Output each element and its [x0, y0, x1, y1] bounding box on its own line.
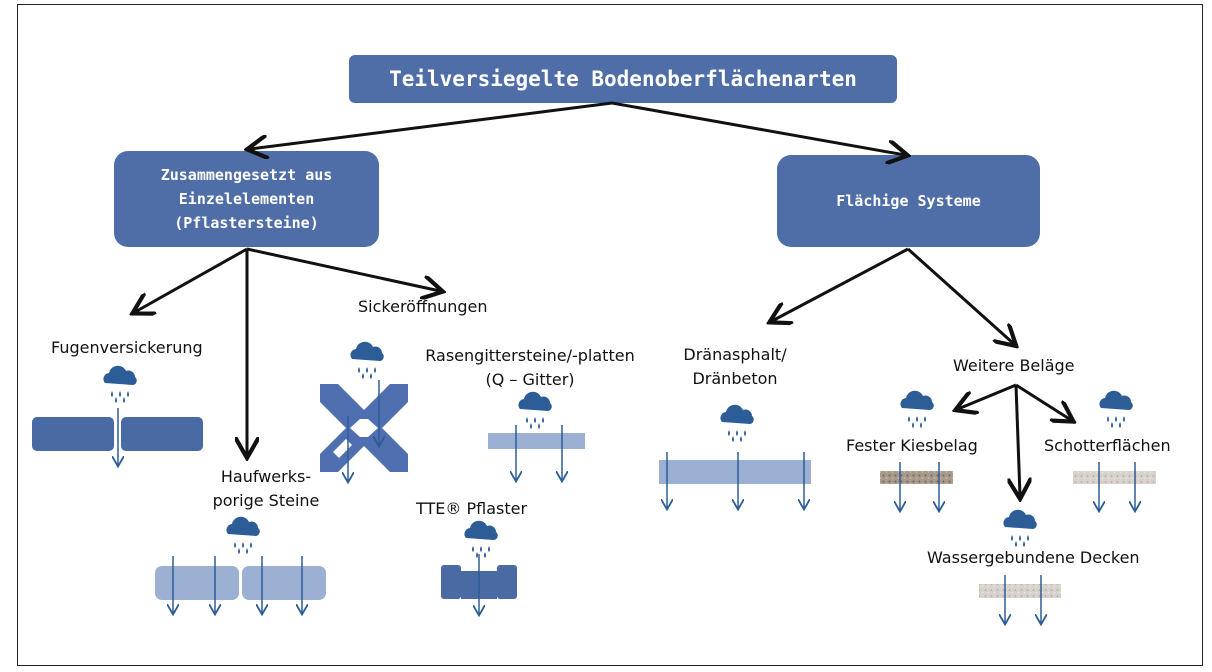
arrow-weitere-to-kies: [958, 383, 1017, 409]
rain-icon-wasser: [1003, 509, 1037, 547]
label-sickeroeffnungen: Sickeröffnungen: [358, 297, 488, 316]
label-weitere-belaege: Weitere Beläge: [953, 356, 1075, 375]
arrow-right-to-drain: [772, 247, 909, 321]
haufwerk-pavers: [155, 556, 326, 613]
rasen-paver: [488, 425, 585, 480]
rain-icon-haufwerk: [226, 516, 260, 554]
arrow-title-to-left: [250, 101, 613, 149]
rain-icon-rasen: [518, 391, 552, 429]
rain-icon-kies: [900, 390, 934, 428]
left-category-line1: Zusammengesetzt aus: [160, 166, 333, 184]
label-haufwerk-line2: porige Steine: [212, 491, 320, 510]
title-text: Teilversiegelte Bodenoberflächenarten: [389, 67, 857, 91]
label-rasengitter-line1: Rasengittersteine/-platten: [425, 346, 635, 365]
arrow-weitere-to-schotter: [1015, 383, 1071, 420]
right-category-box: Flächige Systeme: [777, 155, 1040, 247]
rain-icon-fugen: [103, 365, 137, 403]
rain-icon-tte: [464, 520, 498, 558]
label-schotterflaechen: Schotterflächen: [1044, 436, 1171, 455]
left-category-line2: Einzelelementen: [178, 190, 315, 208]
arrow-title-to-right: [611, 101, 905, 155]
label-fugenversickerung: Fugenversickerung: [51, 338, 203, 357]
arrow-left-to-sicker: [246, 247, 440, 291]
rain-icon-drain: [720, 404, 754, 442]
label-wassergebundene-decken: Wassergebundene Decken: [927, 548, 1140, 567]
label-haufwerk: Haufwerks- porige Steine: [196, 465, 336, 513]
fugen-pavers: [32, 408, 203, 465]
arrow-weitere-to-wasser: [1016, 384, 1020, 496]
schotter-layer: [1073, 462, 1156, 510]
label-draenasphalt-line1: Dränasphalt/: [683, 345, 787, 364]
label-tte-pflaster: TTE® Pflaster: [416, 499, 528, 518]
wasser-layer: [979, 575, 1061, 623]
title-box: Teilversiegelte Bodenoberflächenarten: [349, 55, 897, 103]
sicker-grid-stone: [320, 380, 408, 481]
left-category-box: Zusammengesetzt aus Einzelelementen (Pfl…: [114, 151, 379, 247]
diagram-frame: [17, 4, 1203, 666]
label-rasengitter: Rasengittersteine/-platten (Q – Gitter): [410, 344, 650, 392]
rain-icon-schotter: [1099, 390, 1133, 428]
right-category-text: Flächige Systeme: [836, 192, 981, 210]
tte-paver: [441, 554, 517, 614]
arrow-left-to-fugen: [135, 247, 248, 312]
kies-layer: [880, 462, 953, 510]
rain-icon-sicker: [350, 341, 384, 379]
label-haufwerk-line1: Haufwerks-: [220, 467, 312, 486]
label-draenasphalt-line2: Dränbeton: [692, 369, 778, 388]
label-rasengitter-line2: (Q – Gitter): [485, 370, 575, 389]
left-category-line3: (Pflastersteine): [174, 214, 319, 232]
hierarchy-arrows: [135, 101, 1071, 496]
label-draenasphalt: Dränasphalt/ Dränbeton: [670, 343, 800, 391]
arrow-right-to-weitere: [906, 247, 1014, 344]
label-fester-kiesbelag: Fester Kiesbelag: [846, 436, 978, 455]
drain-layer: [659, 452, 811, 508]
